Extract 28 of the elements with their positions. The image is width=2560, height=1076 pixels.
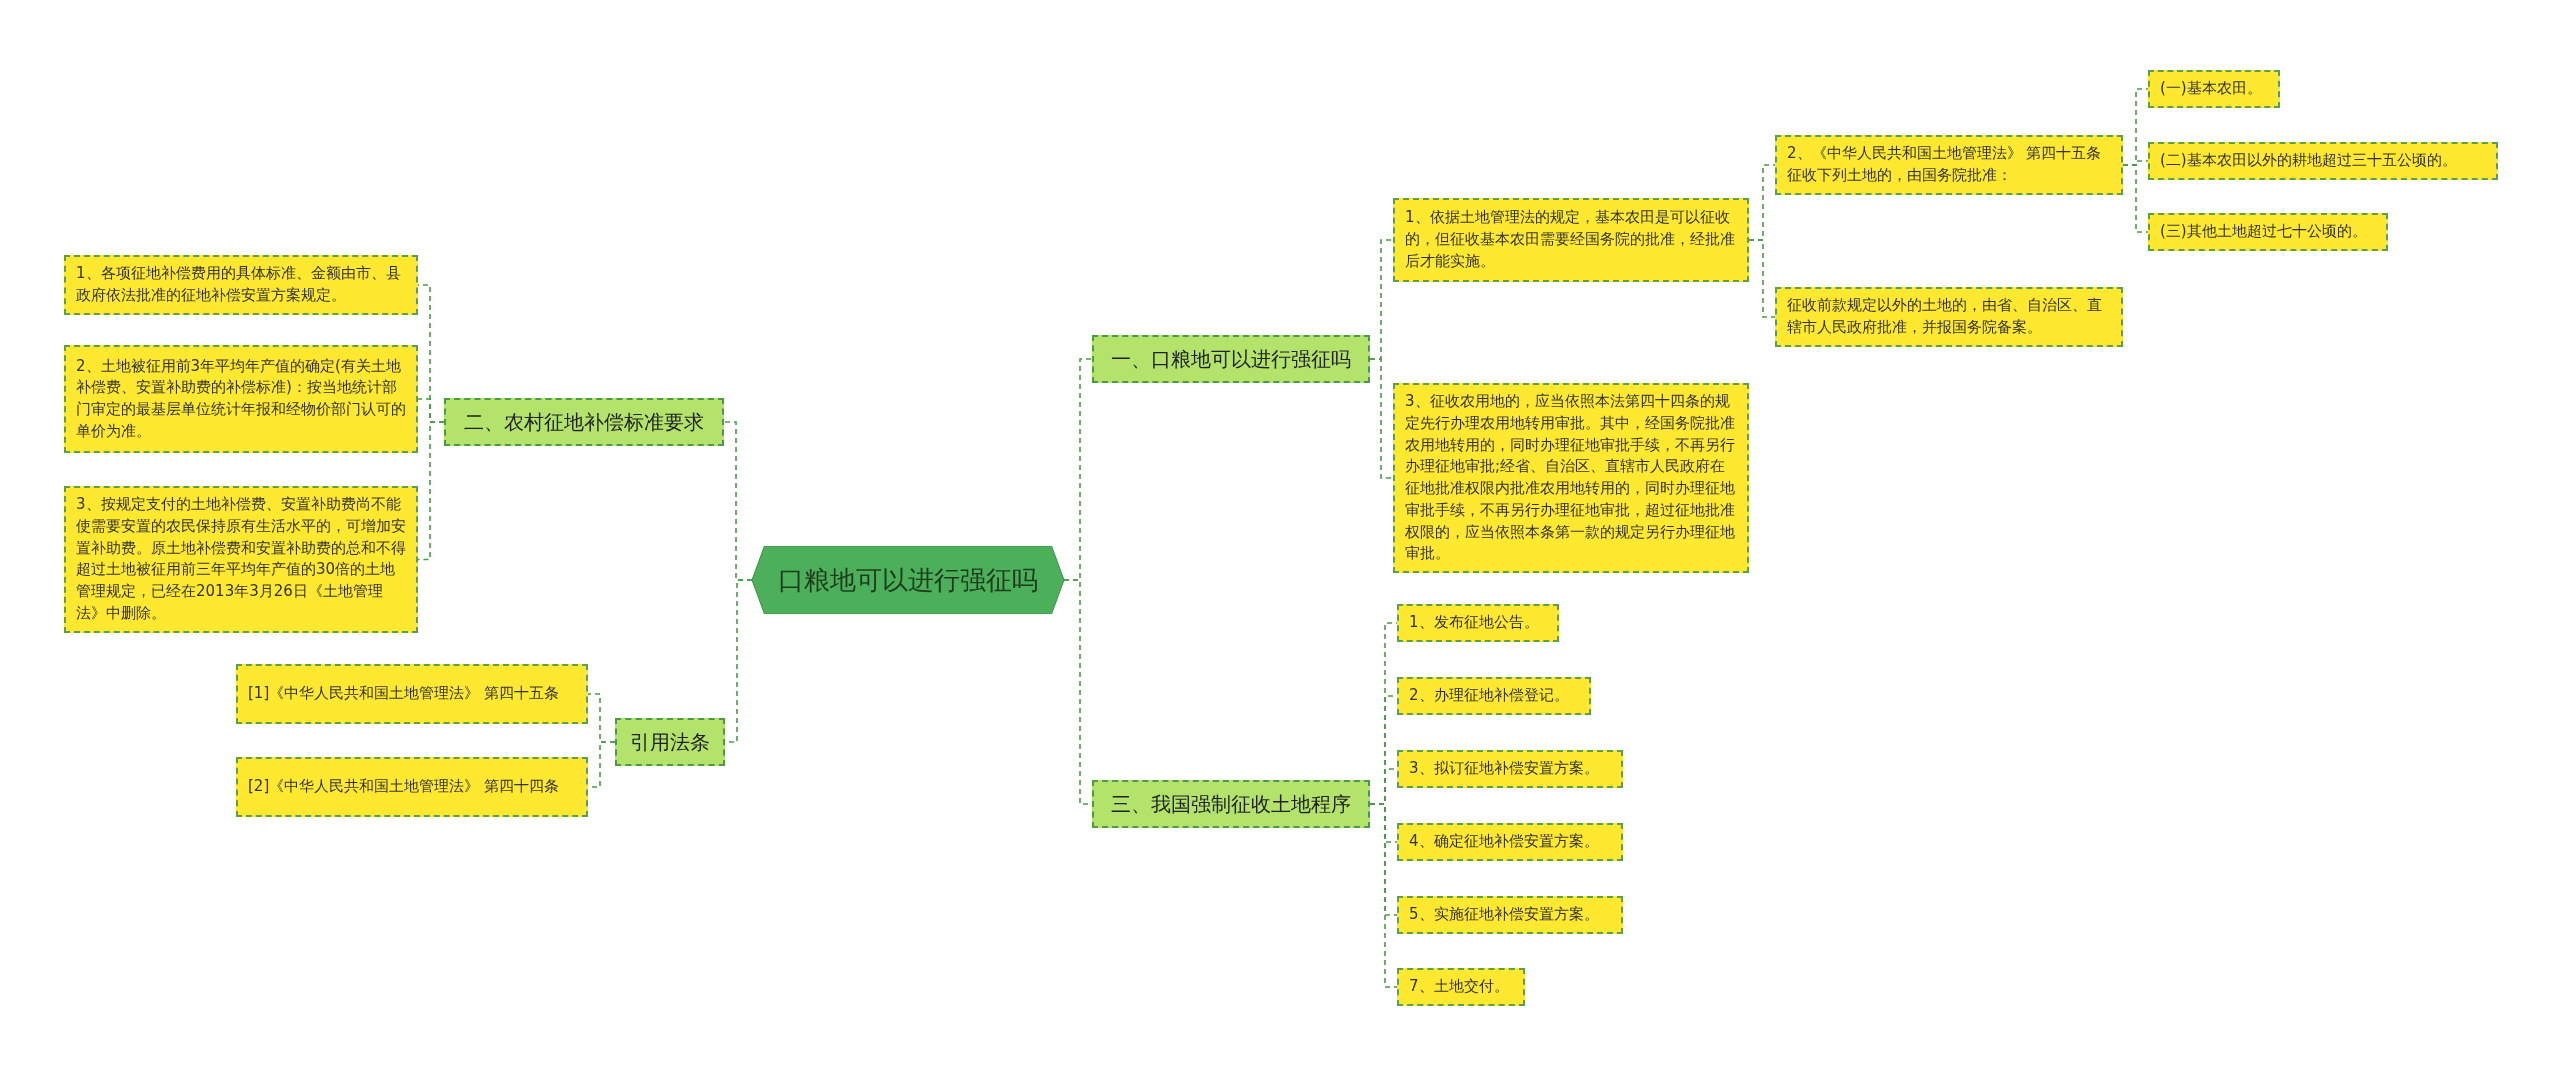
note-box: 1、依据土地管理法的规定，基本农田是可以征收的，但征收基本农田需要经国务院的批准，经批准后才能实施。	[1393, 198, 1749, 282]
note-box: 2、土地被征用前3年平均年产值的确定(有关土地补偿费、安置补助费的补偿标准)：按当地统计部门审定的最基层单位统计年报和经物价部门认可的单价为准。	[64, 345, 418, 453]
note-box: 1、发布征地公告。	[1397, 604, 1559, 642]
root-topic-text: 口粮地可以进行强征吗	[778, 563, 1038, 597]
connector-line	[2122, 164, 2149, 233]
note-box: 3、征收农用地的，应当依照本法第四十四条的规定先行办理农用地转用审批。其中，经国务院批准农用地转用的，同时办理征地审批手续，不再另行办理征地审批;经省、自治区、直辖市人民政府在征地批准权限内批准农用地转用的，同时办理征地审批手续，不再另行办理征地审批，超过征地批准权限的，应当依照本条第一款的规定另行办理征地审批。	[1393, 383, 1749, 573]
note-box: 3、按规定支付的土地补偿费、安置补助费尚不能使需要安置的农民保持原有生活水平的，可增加安置补助费。原土地补偿费和安置补助费的总和不得超过土地被征用前三年平均年产值的30倍的土地管理规定，已经在2013年3月26日《土地管理法》中删除。	[64, 486, 418, 633]
connector-line	[1748, 239, 1776, 318]
topic-box: 一、口粮地可以进行强征吗	[1092, 335, 1370, 383]
note-box: 3、拟订征地补偿安置方案。	[1397, 750, 1623, 788]
root-topic-hexagon	[752, 546, 1064, 614]
note-box: (三)其他土地超过七十公顷的。	[2148, 213, 2388, 251]
note-box: [2]《中华人民共和国土地管理法》 第四十四条	[236, 757, 588, 817]
note-box: 5、实施征地补偿安置方案。	[1397, 896, 1623, 934]
note-box: (一)基本农田。	[2148, 70, 2280, 108]
note-box: 4、确定征地补偿安置方案。	[1397, 823, 1623, 861]
topic-box: 引用法条	[615, 718, 725, 766]
connector-line	[1369, 803, 1398, 988]
note-box: 1、各项征地补偿费用的具体标准、金额由市、县政府依法批准的征地补偿安置方案规定。	[64, 255, 418, 315]
note-box: 2、办理征地补偿登记。	[1397, 677, 1591, 715]
note-box: (二)基本农田以外的耕地超过三十五公顷的。	[2148, 142, 2498, 180]
note-box: [1]《中华人民共和国土地管理法》 第四十五条	[236, 664, 588, 724]
connector-line	[1369, 358, 1394, 479]
topic-box: 二、农村征地补偿标准要求	[444, 398, 724, 446]
topic-box: 三、我国强制征收土地程序	[1092, 780, 1370, 828]
note-box: 2、《中华人民共和国土地管理法》 第四十五条征收下列土地的，由国务院批准：	[1775, 135, 2123, 195]
note-box: 7、土地交付。	[1397, 968, 1525, 1006]
note-box: 征收前款规定以外的土地的，由省、自治区、直辖市人民政府批准，并报国务院备案。	[1775, 287, 2123, 347]
